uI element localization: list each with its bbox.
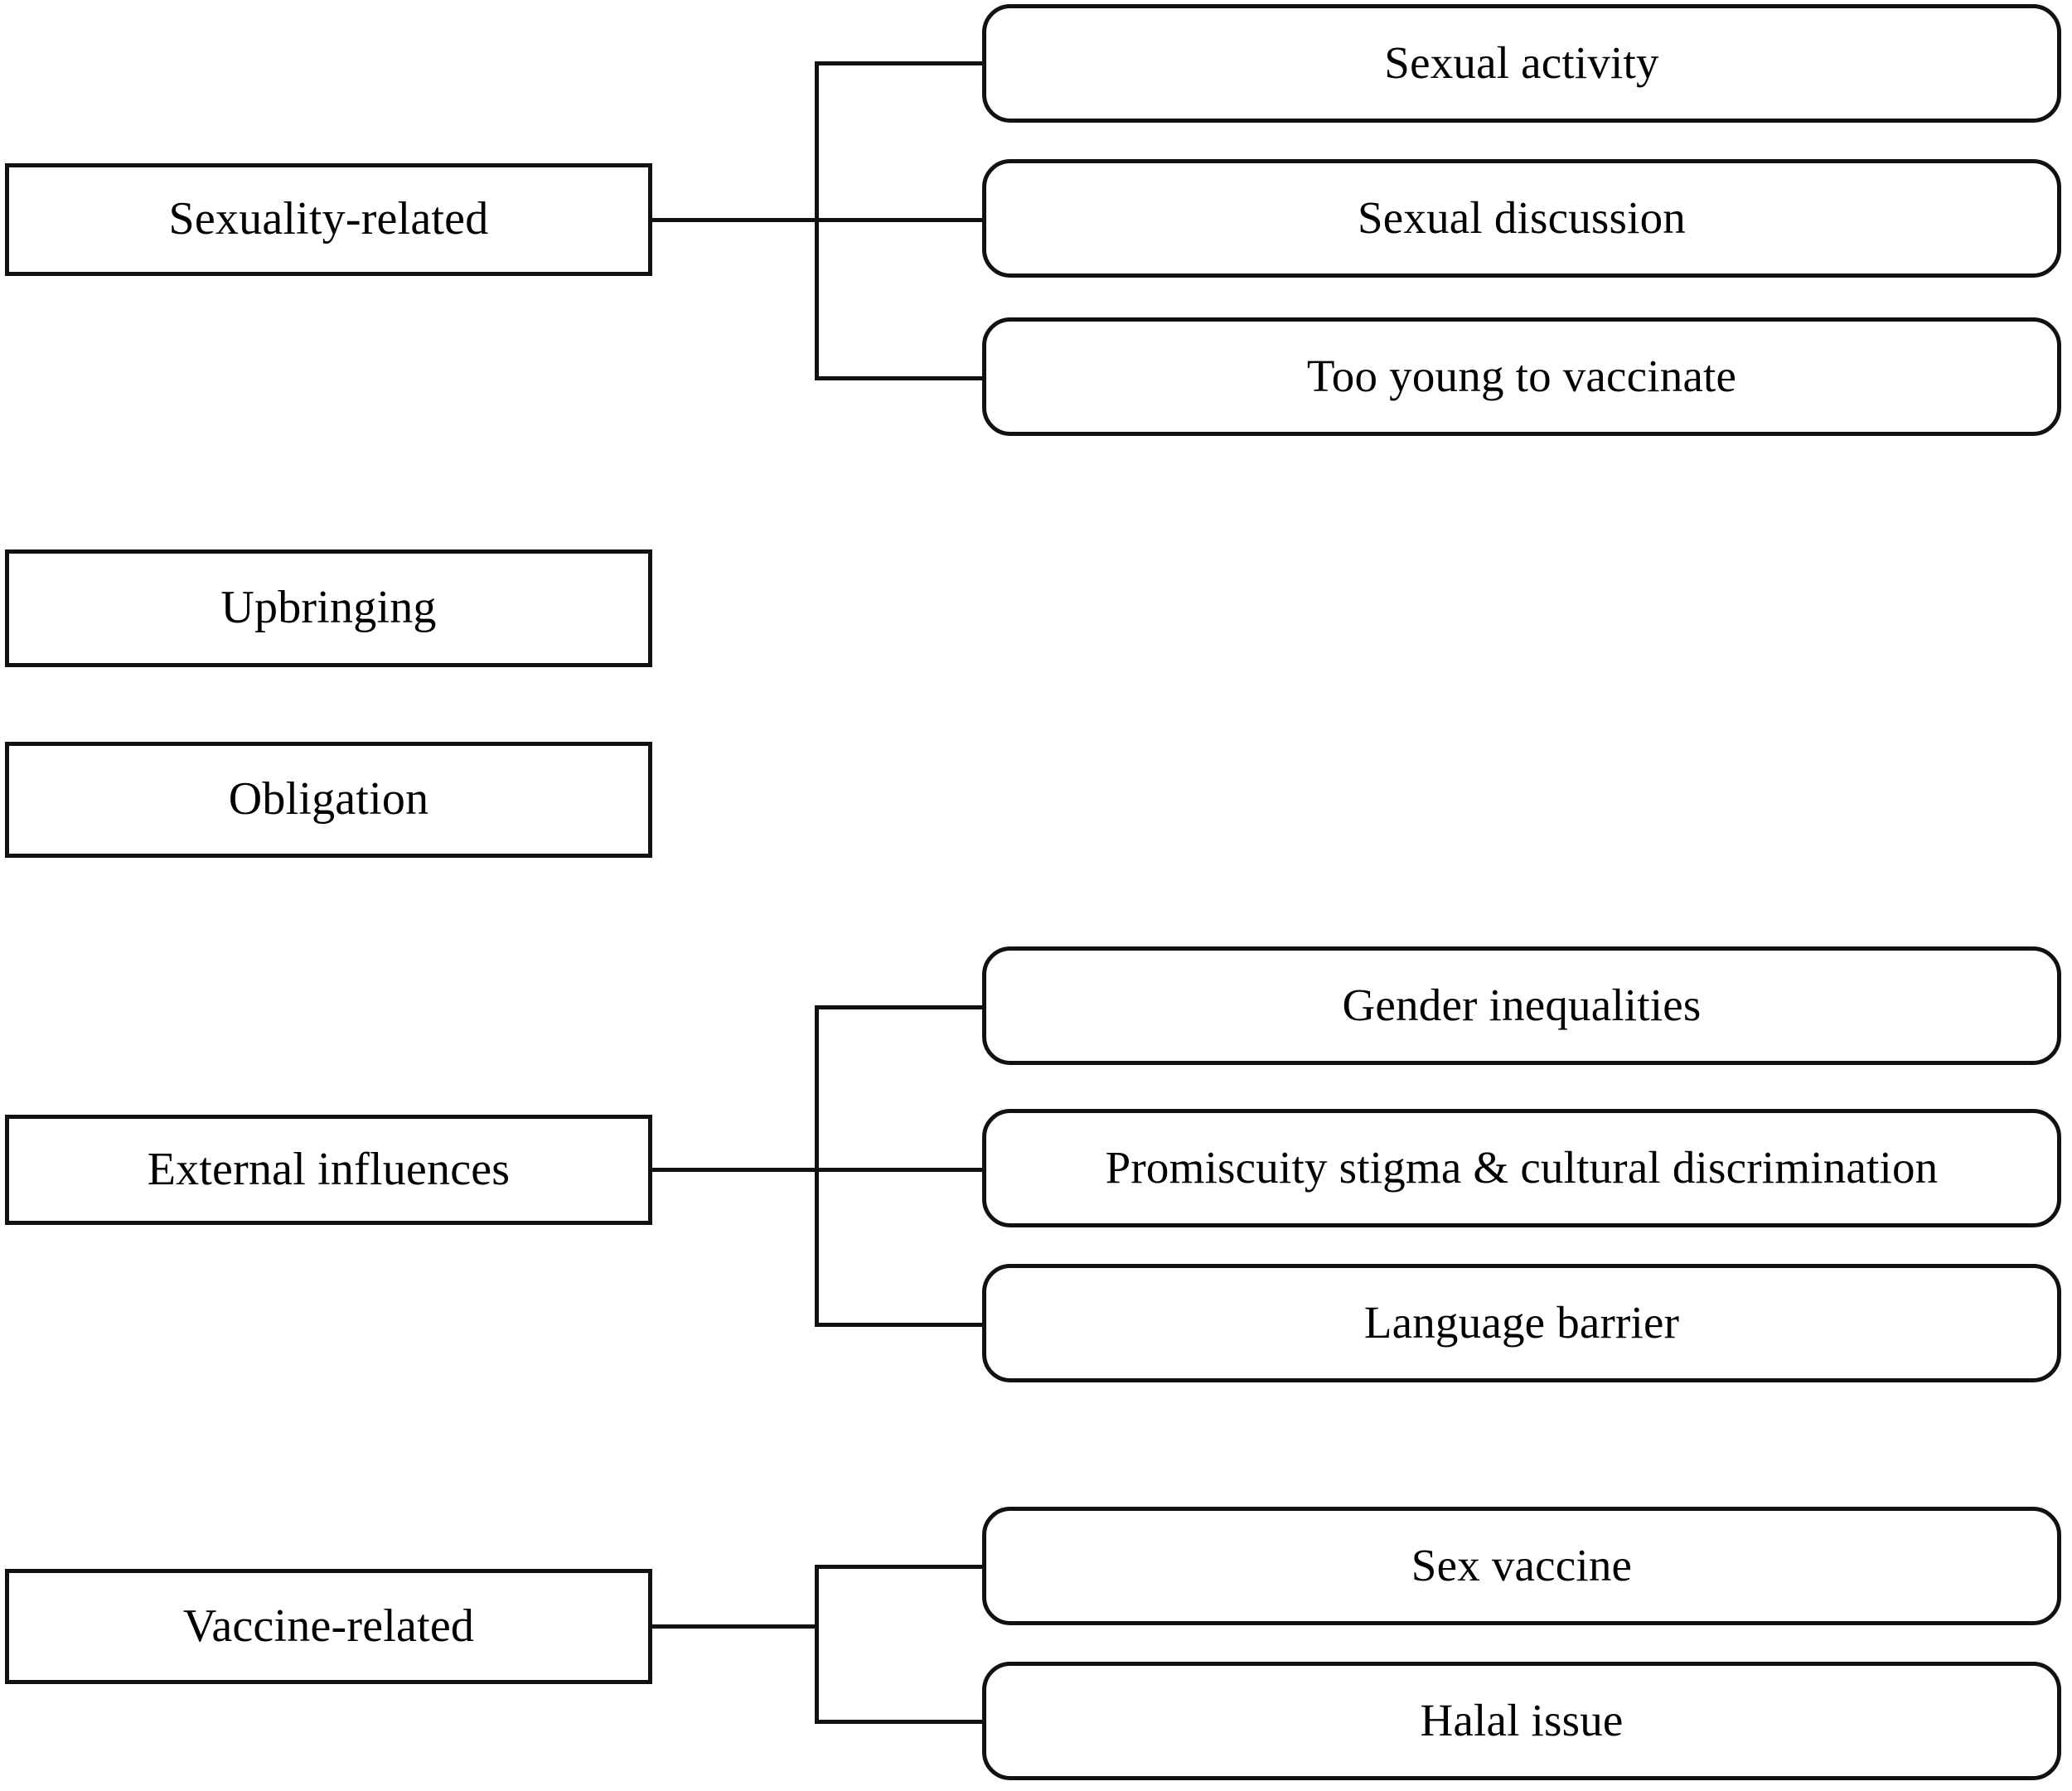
connector-branch-sex-vaccine [815,1565,985,1569]
subtheme-node-gender-inequalities[interactable]: Gender inequalities [982,946,2061,1065]
connector-branch-too-young [815,376,985,380]
connector-spine-external [815,1005,819,1327]
theme-label: Vaccine-related [182,1600,475,1652]
subtheme-label: Halal issue [1420,1695,1624,1746]
subtheme-label: Sexual activity [1384,37,1659,89]
theme-node-vaccine-related[interactable]: Vaccine-related [5,1569,652,1684]
connector-branch-promiscuity-stigma [815,1168,985,1172]
theme-node-obligation[interactable]: Obligation [5,742,652,858]
subtheme-label: Too young to vaccinate [1306,351,1737,402]
connector-trunk-external [652,1168,819,1172]
connector-branch-sexual-discussion [815,218,985,222]
theme-label: Obligation [228,773,429,825]
subtheme-node-promiscuity-stigma[interactable]: Promiscuity stigma & cultural discrimina… [982,1109,2061,1227]
connector-branch-gender-inequalities [815,1005,985,1009]
connector-trunk-sexuality [652,218,819,222]
subtheme-node-language-barrier[interactable]: Language barrier [982,1264,2061,1382]
connector-spine-vaccine [815,1565,819,1724]
connector-branch-sexual-activity [815,61,985,65]
subtheme-node-sexual-activity[interactable]: Sexual activity [982,4,2061,123]
theme-label: Sexuality-related [168,193,489,245]
subtheme-node-sex-vaccine[interactable]: Sex vaccine [982,1507,2061,1625]
connector-branch-halal-issue [815,1720,985,1724]
theme-node-upbringing[interactable]: Upbringing [5,549,652,667]
connector-branch-language-barrier [815,1323,985,1327]
subtheme-label: Gender inequalities [1342,980,1702,1031]
theme-label: Upbringing [220,582,437,634]
subtheme-node-sexual-discussion[interactable]: Sexual discussion [982,159,2061,278]
theme-node-sexuality-related[interactable]: Sexuality-related [5,163,652,276]
subtheme-label: Sexual discussion [1357,192,1687,244]
theme-label: External influences [147,1143,511,1195]
subtheme-label: Sex vaccine [1411,1540,1633,1591]
connector-trunk-vaccine [652,1624,819,1629]
subtheme-node-halal-issue[interactable]: Halal issue [982,1662,2061,1780]
subtheme-label: Language barrier [1363,1297,1680,1348]
subtheme-label: Promiscuity stigma & cultural discrimina… [1105,1142,1939,1193]
theme-node-external-influences[interactable]: External influences [5,1115,652,1225]
subtheme-node-too-young-to-vaccinate[interactable]: Too young to vaccinate [982,317,2061,436]
